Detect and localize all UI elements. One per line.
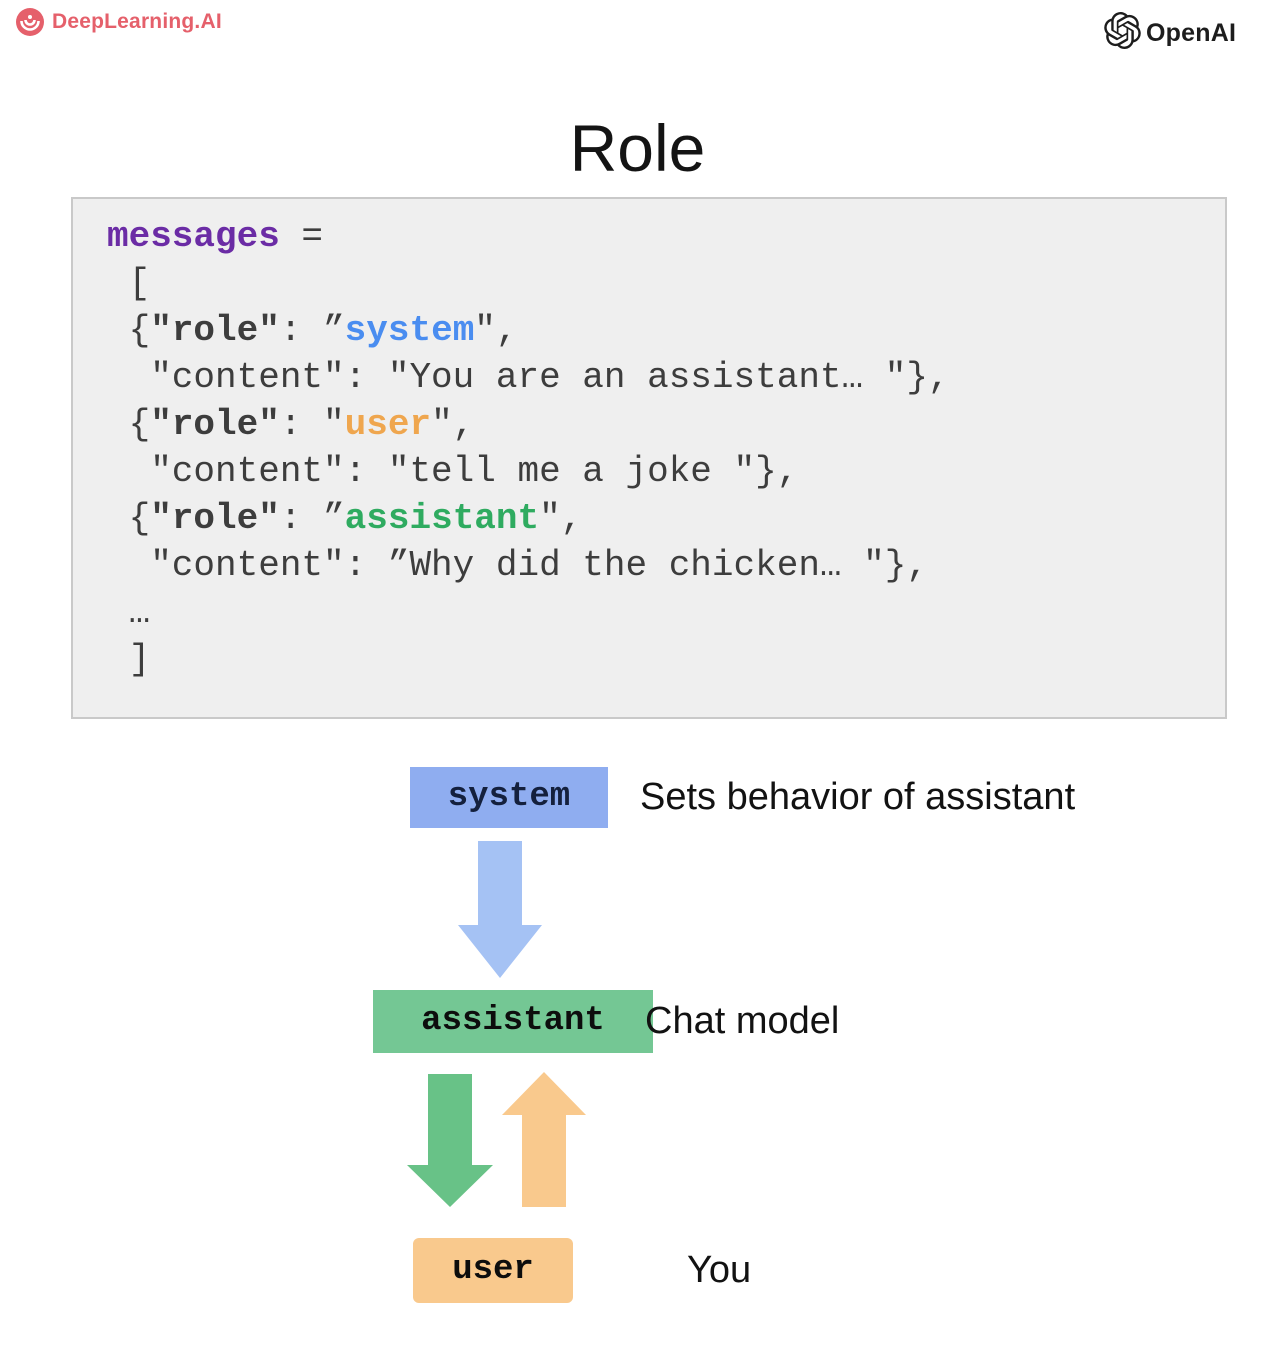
user-role-box: user	[413, 1238, 573, 1303]
messages-code-block: messages = [ {"role": ”system", "content…	[71, 197, 1227, 719]
code-segment: "content": "tell me a joke "},	[107, 451, 799, 492]
user-caption: You	[687, 1249, 752, 1291]
code-segment: {	[107, 404, 151, 445]
openai-logo-text: OpenAI	[1146, 18, 1237, 47]
code-line: {"role": "user",	[107, 401, 1225, 448]
code-segment: "role"	[150, 310, 280, 351]
code-line: {"role": ”assistant",	[107, 495, 1225, 542]
code-segment: ”	[323, 498, 345, 539]
code-line: "content": "You are an assistant… "},	[107, 354, 1225, 401]
arrow-user-to-assistant	[500, 1072, 588, 1207]
arrow-up-icon	[502, 1072, 586, 1207]
system-caption: Sets behavior of assistant	[640, 776, 1076, 818]
assistant-caption: Chat model	[645, 1000, 840, 1042]
page-title: Role	[569, 111, 706, 185]
code-line: "content": "tell me a joke "},	[107, 448, 1225, 495]
deeplearning-logo: DeepLearning.AI	[14, 6, 222, 38]
code-segment: "content": ”Why did the chicken… "},	[107, 545, 928, 586]
code-segment: ",	[539, 498, 583, 539]
code-segment: {	[107, 310, 151, 351]
openai-logo: OpenAI	[1104, 12, 1236, 54]
code-segment: "role"	[150, 404, 280, 445]
code-segment: system	[344, 310, 475, 351]
code-segment: [	[107, 263, 151, 304]
code-segment: : "	[279, 404, 345, 445]
assistant-role-box: assistant	[373, 990, 653, 1053]
code-line: {"role": ”system",	[107, 307, 1225, 354]
code-segment: user	[344, 404, 432, 445]
openai-icon	[1104, 12, 1141, 54]
code-segment: :	[279, 498, 324, 539]
code-segment: messages	[107, 216, 280, 257]
code-segment: ",	[474, 310, 518, 351]
deeplearning-icon	[14, 6, 46, 38]
code-segment: assistant	[344, 498, 540, 539]
code-segment: "role"	[150, 498, 280, 539]
code-line: "content": ”Why did the chicken… "},	[107, 542, 1225, 589]
code-segment: :	[279, 310, 324, 351]
arrow-down-icon	[407, 1074, 493, 1207]
arrow-system-to-assistant	[450, 841, 550, 981]
code-segment: =	[279, 216, 324, 257]
code-line: ]	[107, 636, 1225, 683]
system-role-box: system	[410, 767, 608, 828]
code-segment: ”	[323, 310, 345, 351]
code-segment: {	[107, 498, 151, 539]
arrow-assistant-to-user	[405, 1074, 495, 1208]
code-segment: ",	[431, 404, 475, 445]
code-segment: "content": "You are an assistant… "},	[107, 357, 950, 398]
deeplearning-logo-text: DeepLearning.AI	[52, 10, 222, 33]
code-segment: ]	[107, 639, 151, 680]
code-line: …	[107, 589, 1225, 636]
arrow-down-icon	[458, 841, 542, 978]
code-segment: …	[107, 592, 151, 633]
code-line: [	[107, 260, 1225, 307]
code-line: messages =	[107, 213, 1225, 260]
